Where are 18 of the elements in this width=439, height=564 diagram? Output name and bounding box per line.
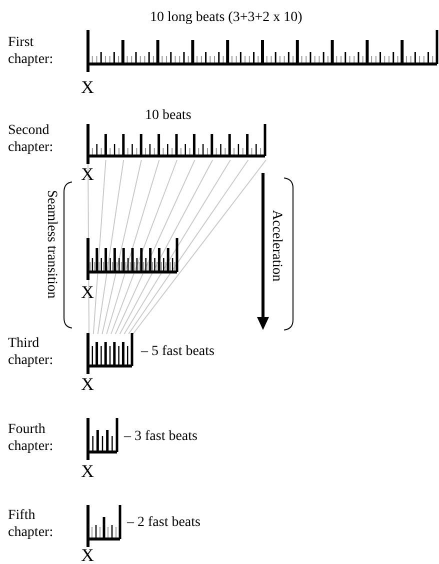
- chapter-label: Fourth chapter:: [8, 421, 54, 455]
- beat-count-label: – 5 fast beats: [141, 343, 216, 360]
- chapter-label: Second chapter:: [8, 122, 54, 156]
- beat-count-label: – 2 fast beats: [127, 514, 202, 531]
- chapter-label: Fifth chapter:: [8, 507, 54, 541]
- chapter-label: Third chapter:: [8, 335, 54, 369]
- beat-count-label: 10 long beats (3+3+2 x 10): [150, 9, 304, 26]
- x-marker: X: [81, 78, 94, 96]
- beat-count-label: 10 beats: [145, 107, 192, 124]
- x-marker: X: [81, 283, 94, 301]
- x-marker: X: [81, 462, 94, 480]
- x-marker: X: [81, 546, 94, 564]
- arrow-label: Acceleration: [268, 210, 285, 282]
- x-marker: X: [81, 375, 94, 393]
- beat-count-label: – 3 fast beats: [124, 428, 198, 445]
- x-marker: X: [81, 165, 94, 183]
- bracket-label: Seamless transition: [43, 190, 60, 298]
- chapter-label: First chapter:: [8, 34, 54, 68]
